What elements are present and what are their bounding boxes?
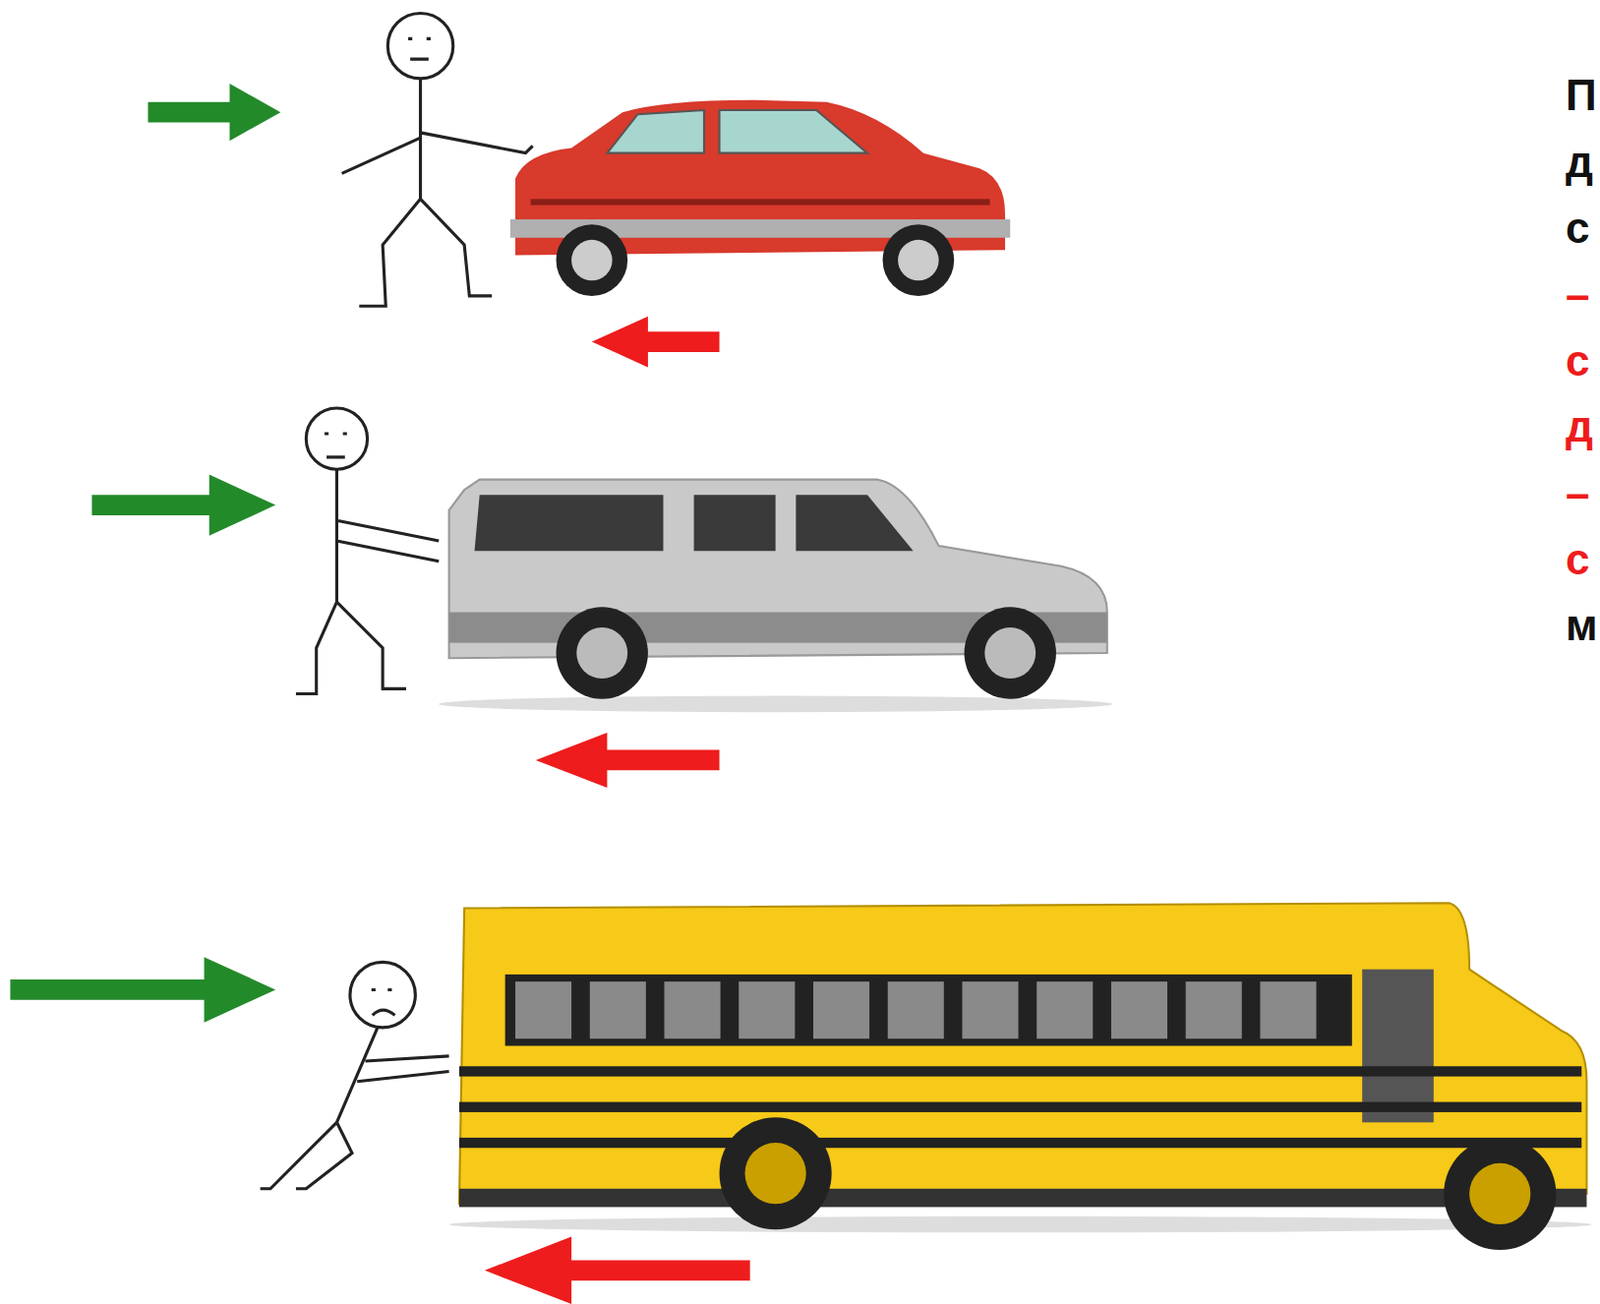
reaction-arrow <box>535 732 720 788</box>
force-arrow <box>9 956 276 1022</box>
reaction-arrow <box>484 1237 751 1304</box>
reaction-arrow <box>592 316 720 368</box>
text-fragment: д <box>1565 137 1594 187</box>
text-fragment: с <box>1565 534 1590 585</box>
silver-suv <box>438 479 1113 713</box>
red-car <box>510 100 1010 297</box>
force-arrow <box>91 474 276 535</box>
force-arrow <box>148 83 282 141</box>
text-fragment: с <box>1565 203 1590 253</box>
text-fragment: с <box>1565 336 1590 386</box>
stick-figure <box>260 961 450 1188</box>
text-fragment: – <box>1565 469 1590 519</box>
text-fragment: м <box>1565 600 1599 651</box>
text-fragment: д <box>1565 402 1594 452</box>
text-fragment: П <box>1565 70 1598 120</box>
stick-figure <box>342 12 534 306</box>
school-bus <box>449 902 1593 1250</box>
text-fragment: – <box>1565 270 1590 320</box>
stick-figure <box>296 408 439 695</box>
